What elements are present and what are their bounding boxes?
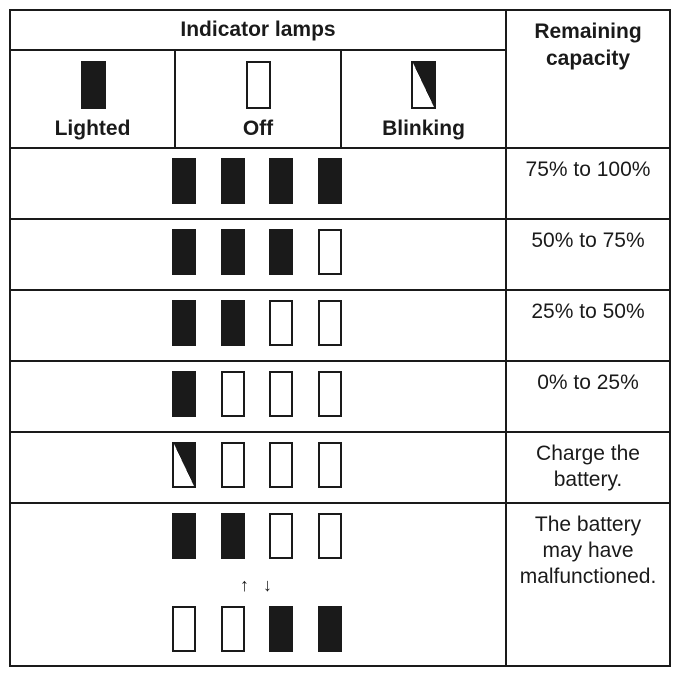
capacity-cell-row-6: The battery may have malfunctioned.: [507, 512, 669, 590]
capacity-cell-row-3: 25% to 50%: [507, 299, 669, 325]
lamp-on-icon: [269, 158, 293, 204]
lamp-on-icon: [269, 606, 293, 652]
row-divider: [9, 431, 671, 433]
capacity-text-line: 0% to 25%: [537, 371, 639, 394]
capacity-text-line: 75% to 100%: [525, 158, 651, 181]
lamp-off-icon: [318, 371, 342, 417]
lamp-on-icon: [172, 371, 196, 417]
capacity-text-line: 25% to 50%: [531, 300, 645, 323]
capacity-text-line: malfunctioned.: [519, 565, 657, 588]
lamp-on-icon: [221, 158, 245, 204]
capacity-text-line: may have: [542, 539, 634, 562]
lamp-blink-icon: [172, 442, 196, 488]
lamp-on-icon: [318, 606, 342, 652]
table-border-right: [669, 9, 671, 667]
lamp-on-icon: [221, 300, 245, 346]
row-divider: [9, 502, 671, 504]
legend-off-label: Off: [242, 117, 274, 140]
legend-blinking-label: Blinking: [382, 117, 465, 140]
indicator-lamps-header: Indicator lamps: [180, 18, 336, 41]
lamp-on-icon: [172, 300, 196, 346]
legend-blinking-lamp-icon: [411, 61, 436, 109]
column-divider: [505, 9, 507, 667]
remaining-capacity-header: Remaining capacity: [507, 18, 669, 72]
header-divider: [9, 49, 507, 51]
down-arrow-icon: ↓: [263, 575, 272, 595]
lamp-on-icon: [172, 158, 196, 204]
remaining-capacity-header-line2: capacity: [545, 47, 631, 70]
capacity-cell-row-5: Charge the battery.: [507, 441, 669, 493]
lamp-off-icon: [269, 513, 293, 559]
capacity-cell-row-4: 0% to 25%: [507, 370, 669, 396]
capacity-text-line: The battery: [534, 513, 642, 536]
up-arrow-icon: ↑: [240, 575, 249, 595]
lamp-off-icon: [318, 229, 342, 275]
capacity-cell-row-2: 50% to 75%: [507, 228, 669, 254]
lamp-on-icon: [172, 229, 196, 275]
legend-divider-1: [174, 49, 176, 149]
remaining-capacity-header-line1: Remaining: [534, 20, 642, 43]
legend-lighted-lamp-icon: [81, 61, 106, 109]
lamp-on-icon: [318, 158, 342, 204]
row-divider: [9, 289, 671, 291]
lamp-off-icon: [269, 371, 293, 417]
row-divider: [9, 147, 671, 149]
lamp-off-icon: [318, 442, 342, 488]
lamp-off-icon: [221, 606, 245, 652]
lamp-off-icon: [318, 513, 342, 559]
legend-lighted-label: Lighted: [54, 117, 131, 140]
lamp-off-icon: [318, 300, 342, 346]
lamp-on-icon: [221, 229, 245, 275]
capacity-text-line: Charge the: [536, 442, 640, 465]
battery-indicator-table: Indicator lamps Remaining capacity Light…: [9, 9, 671, 667]
row-divider: [9, 360, 671, 362]
legend-divider-2: [340, 49, 342, 149]
capacity-cell-row-1: 75% to 100%: [507, 157, 669, 183]
lamp-on-icon: [269, 229, 293, 275]
lamp-off-icon: [221, 442, 245, 488]
legend-off-lamp-icon: [246, 61, 271, 109]
lamp-on-icon: [172, 513, 196, 559]
table-border-bottom: [9, 665, 671, 667]
table-border-top: [9, 9, 671, 11]
capacity-text-line: 50% to 75%: [531, 229, 645, 252]
row-divider: [9, 218, 671, 220]
lamp-off-icon: [221, 371, 245, 417]
lamp-on-icon: [221, 513, 245, 559]
table-border-left: [9, 9, 11, 667]
lamp-off-icon: [269, 442, 293, 488]
lamp-off-icon: [172, 606, 196, 652]
lamp-off-icon: [269, 300, 293, 346]
capacity-text-line: battery.: [553, 468, 623, 491]
